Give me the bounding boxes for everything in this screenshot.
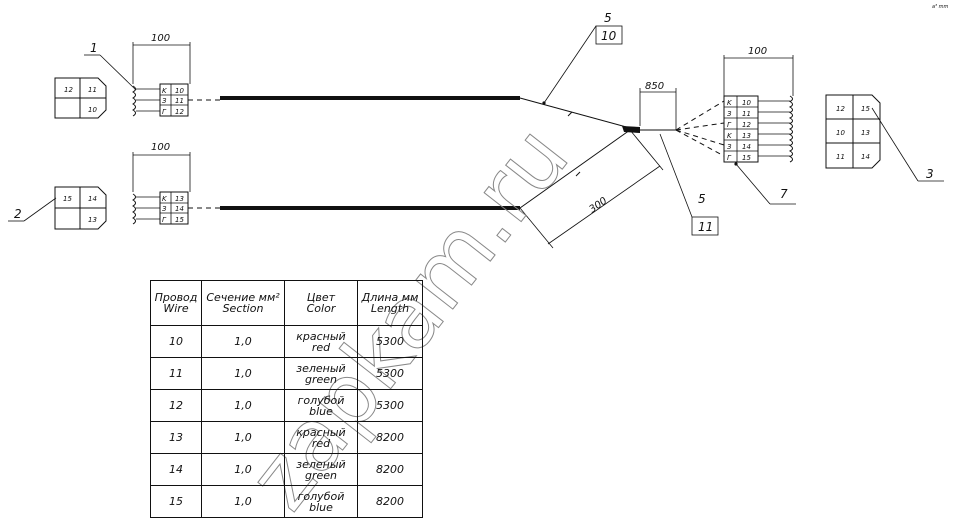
pin-number: 13 xyxy=(175,195,184,203)
pin-letter: З xyxy=(727,143,732,151)
pin-letter: K xyxy=(727,99,733,107)
cell-wire: 15 xyxy=(150,485,202,518)
face2-cell: 14 xyxy=(88,195,97,203)
face1-cell: 10 xyxy=(88,106,97,114)
cell-length: 8200 xyxy=(357,485,423,518)
cell-length: 5300 xyxy=(357,389,423,422)
pin-letter: Г xyxy=(727,121,732,129)
pin-number: 14 xyxy=(175,205,184,213)
cell-length: 8200 xyxy=(357,453,423,486)
callout-5b: 5 xyxy=(698,192,706,206)
pin-letter: K xyxy=(727,132,733,140)
connector-face-2: 15 14 13 xyxy=(54,186,107,230)
callout-7: 7 xyxy=(780,187,788,201)
cell-section: 1,0 xyxy=(201,421,285,454)
face3-cell: 12 xyxy=(836,105,845,113)
callout-10: 10 xyxy=(601,29,617,43)
pin-number: 11 xyxy=(742,110,751,118)
face1-cell: 11 xyxy=(88,86,97,94)
connector-top-left: K 10 З 11 Г 12 xyxy=(132,83,189,117)
dim-850: 850 xyxy=(645,81,664,92)
pin-number: 15 xyxy=(175,216,184,224)
face1-cell: 12 xyxy=(64,86,73,94)
pin-letter: Г xyxy=(162,216,167,224)
connector-bottom-left: K 13 З 14 Г 15 xyxy=(132,191,189,225)
pin-letter: K xyxy=(162,195,168,203)
callout-2: 2 xyxy=(14,207,22,221)
connector-face-3: 12 15 10 13 11 14 xyxy=(825,94,881,169)
pin-letter: Г xyxy=(727,154,732,162)
cell-wire: 12 xyxy=(150,389,202,422)
face3-cell: 10 xyxy=(836,129,845,137)
callouts: 1 2 3 5 10 5 11 7 xyxy=(8,11,944,236)
corner-mark: a³ mm xyxy=(932,4,949,10)
pin-number: 10 xyxy=(742,99,751,107)
callout-3: 3 xyxy=(926,167,934,181)
pin-number: 15 xyxy=(742,154,751,162)
harness-cables xyxy=(188,96,725,210)
pin-number: 13 xyxy=(742,132,751,140)
pin-number: 14 xyxy=(742,143,751,151)
pin-letter: K xyxy=(162,87,168,95)
face3-cell: 13 xyxy=(861,129,870,137)
cell-section: 1,0 xyxy=(201,389,285,422)
cell-wire: 11 xyxy=(150,357,202,390)
connector-face-1: 12 11 10 xyxy=(54,77,107,119)
pin-number: 12 xyxy=(742,121,751,129)
cell-length: 5300 xyxy=(357,325,423,358)
pin-number: 10 xyxy=(175,87,184,95)
pin-letter: З xyxy=(162,97,167,105)
pin-number: 12 xyxy=(175,108,184,116)
face3-cell: 14 xyxy=(861,153,870,161)
face2-cell: 13 xyxy=(88,216,97,224)
cell-wire: 10 xyxy=(150,325,202,358)
pin-number: 11 xyxy=(175,97,184,105)
pin-letter: Г xyxy=(162,108,167,116)
cell-section: 1,0 xyxy=(201,325,285,358)
dim-100-top: 100 xyxy=(151,33,170,44)
connector-right: K 10 З 11 Г 12 K 13 З 14 Г 15 xyxy=(723,95,793,163)
face3-cell: 11 xyxy=(836,153,845,161)
pin-letter: З xyxy=(162,205,167,213)
cell-wire: 14 xyxy=(150,453,202,486)
callout-11: 11 xyxy=(698,220,713,234)
cell-length: 5300 xyxy=(357,357,423,390)
cell-length: 8200 xyxy=(357,421,423,454)
cell-section: 1,0 xyxy=(201,357,285,390)
dim-100-mid: 100 xyxy=(151,142,170,153)
face3-cell: 15 xyxy=(861,105,870,113)
cell-section: 1,0 xyxy=(201,485,285,518)
cell-wire: 13 xyxy=(150,421,202,454)
pin-letter: З xyxy=(727,110,732,118)
cell-section: 1,0 xyxy=(201,453,285,486)
callout-1: 1 xyxy=(90,41,98,55)
dim-300: 300 xyxy=(587,195,609,215)
dim-100-right: 100 xyxy=(748,46,767,57)
face2-cell: 15 xyxy=(63,195,72,203)
callout-5a: 5 xyxy=(604,11,612,25)
